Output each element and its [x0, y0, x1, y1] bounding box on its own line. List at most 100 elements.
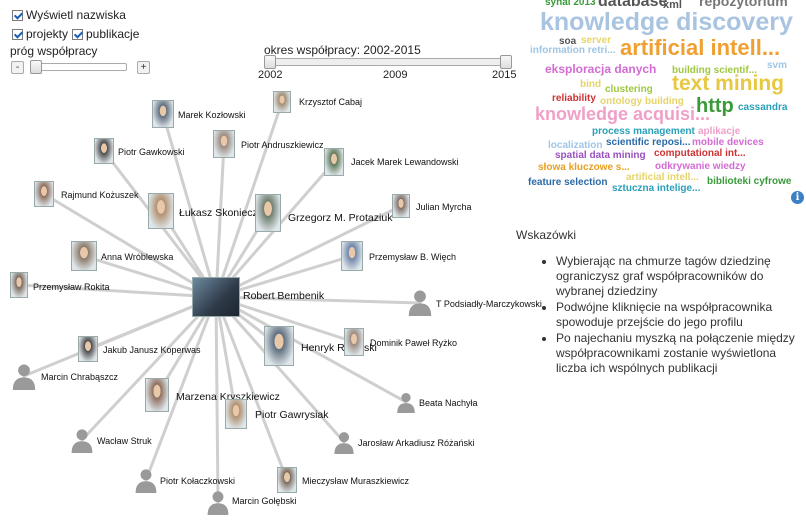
tag-cloud-item[interactable]: aplikacje: [698, 126, 741, 137]
show-names-option[interactable]: Wyświetl nazwiska: [12, 6, 126, 24]
threshold-increase-button[interactable]: +: [137, 61, 150, 74]
collaboration-edge[interactable]: [214, 295, 408, 404]
person-photo[interactable]: [392, 194, 410, 218]
tag-cloud-item[interactable]: building scientif...: [672, 65, 757, 76]
tag-cloud-item[interactable]: knowledge discovery: [540, 8, 793, 36]
tag-cloud-item[interactable]: spatial data mining: [555, 150, 646, 161]
tag-cloud-item[interactable]: scientific reposi...: [606, 137, 691, 148]
threshold-slider-handle[interactable]: [30, 60, 42, 74]
collaborator-name: Wacław Struk: [97, 436, 152, 446]
tag-cloud-item[interactable]: artificial intell...: [620, 35, 781, 60]
person-photo[interactable]: [192, 277, 240, 317]
projects-option[interactable]: projekty: [12, 25, 68, 43]
tag-cloud-item[interactable]: biblioteki cyfrowe: [707, 176, 792, 187]
anonymous-person-icon[interactable]: [406, 288, 434, 318]
anonymous-person-icon[interactable]: [10, 362, 38, 390]
person-photo[interactable]: [10, 272, 28, 298]
collaboration-edge[interactable]: [214, 142, 226, 299]
tag-cloud-item[interactable]: reliability: [552, 93, 596, 104]
anonymous-person-icon[interactable]: [395, 391, 417, 413]
tag-cloud-item[interactable]: soa: [559, 36, 577, 47]
anonymous-person-icon[interactable]: [332, 430, 356, 454]
person-photo[interactable]: [145, 378, 169, 412]
collaborator-name: Piotr Kołaczkowski: [160, 476, 236, 486]
tag-cloud-item[interactable]: server: [581, 35, 612, 46]
person-photo[interactable]: [324, 148, 344, 176]
collaboration-edge[interactable]: [214, 295, 289, 482]
collaboration-edge[interactable]: [144, 295, 218, 482]
tag-cloud-item[interactable]: http: [696, 95, 734, 117]
person-photo[interactable]: [34, 181, 54, 207]
person-photo[interactable]: [148, 193, 174, 229]
tag-cloud-item[interactable]: cassandra: [738, 102, 788, 113]
collaboration-edge[interactable]: [22, 295, 218, 378]
person-photo[interactable]: [344, 328, 364, 356]
person-photo[interactable]: [255, 194, 281, 232]
collaboration-edge[interactable]: [214, 295, 220, 504]
person-photo[interactable]: [71, 241, 97, 271]
collaborator-name: Przemysław B. Więch: [369, 252, 457, 262]
tag-cloud-item[interactable]: process management: [592, 126, 695, 137]
tag-cloud-item[interactable]: odkrywanie wiedzy: [655, 161, 746, 172]
period-slider-end-handle[interactable]: [500, 55, 512, 69]
hint-item: Podwójne kliknięcie na współpracownika s…: [556, 300, 800, 330]
anonymous-person-icon[interactable]: [69, 427, 95, 453]
period-year-mid: 2009: [383, 69, 408, 81]
collaborator-name: Marzena Kryszkiewicz: [176, 391, 280, 403]
tag-cloud-item[interactable]: information retri...: [530, 45, 616, 56]
tag-cloud-item[interactable]: svm: [767, 60, 788, 71]
anonymous-person-icon[interactable]: [133, 467, 159, 493]
person-photo[interactable]: [341, 241, 363, 271]
hint-item: Po najechaniu myszką na połączenie międz…: [556, 331, 800, 376]
tag-cloud-item[interactable]: database: [598, 0, 668, 10]
tag-cloud-item[interactable]: repozytorium: [699, 0, 788, 9]
collaboration-edge[interactable]: [17, 283, 218, 299]
person-photo[interactable]: [78, 336, 98, 362]
show-names-label: Wyświetl nazwiska: [26, 8, 126, 22]
tag-cloud-item[interactable]: text mining: [672, 72, 785, 95]
person-photo[interactable]: [152, 100, 174, 128]
person-photo[interactable]: [225, 399, 247, 429]
tag-cloud-item[interactable]: feature selection: [528, 177, 608, 188]
collaboration-edge[interactable]: [214, 204, 403, 299]
tag-cloud-item[interactable]: synal 2013: [545, 0, 596, 8]
tag-cloud-item[interactable]: eksploracja danych: [545, 62, 657, 76]
projects-label: projekty: [26, 27, 69, 41]
collaborator-name: Piotr Gawkowski: [118, 147, 185, 157]
person-photo[interactable]: [273, 91, 291, 113]
tag-cloud-item[interactable]: clustering: [605, 84, 653, 95]
person-photo[interactable]: [213, 130, 235, 158]
tag-cloud-item[interactable]: xml: [663, 0, 682, 11]
collaboration-edge[interactable]: [80, 295, 218, 442]
tag-cloud-item[interactable]: knowledge acquisi...: [535, 104, 711, 124]
collaboration-edge[interactable]: [161, 112, 218, 299]
tag-cloud-item[interactable]: sztuczna intelige...: [612, 183, 701, 194]
tag-cloud-item[interactable]: artificial intell...: [626, 172, 699, 183]
anonymous-person-icon[interactable]: [205, 489, 231, 515]
collaboration-edge[interactable]: [214, 100, 284, 299]
threshold-decrease-button[interactable]: -: [11, 61, 24, 74]
tag-cloud-item[interactable]: ontology building: [600, 96, 684, 107]
publications-checkbox[interactable]: [72, 29, 83, 40]
tag-cloud-item[interactable]: słowa kluczowe s...: [538, 162, 630, 173]
tag-cloud-item[interactable]: mobile devices: [692, 137, 764, 148]
tag-cloud-item[interactable]: bind: [580, 79, 602, 90]
collaborator-name: T Podsiadły-Marczykowski: [436, 299, 542, 309]
info-icon[interactable]: i: [791, 191, 804, 204]
tag-cloud-item[interactable]: computational int...: [654, 148, 746, 159]
period-slider-start-handle[interactable]: [264, 55, 276, 69]
person-photo[interactable]: [264, 326, 294, 366]
collaborator-name: Anna Wróblewska: [101, 252, 174, 262]
collaboration-edge[interactable]: [42, 192, 218, 299]
publications-option[interactable]: publikacje: [72, 25, 139, 43]
hints-panel: Wybierając na chmurze tagów dziedzinę og…: [538, 254, 800, 377]
person-photo[interactable]: [277, 467, 297, 493]
collaboration-edge[interactable]: [214, 295, 422, 305]
projects-checkbox[interactable]: [12, 29, 23, 40]
tag-cloud-item[interactable]: localization: [548, 140, 603, 151]
collaboration-edge[interactable]: [214, 295, 346, 444]
person-photo[interactable]: [94, 138, 114, 164]
period-label: okres współpracy: 2002-2015: [264, 43, 421, 57]
show-names-checkbox[interactable]: [12, 10, 23, 21]
